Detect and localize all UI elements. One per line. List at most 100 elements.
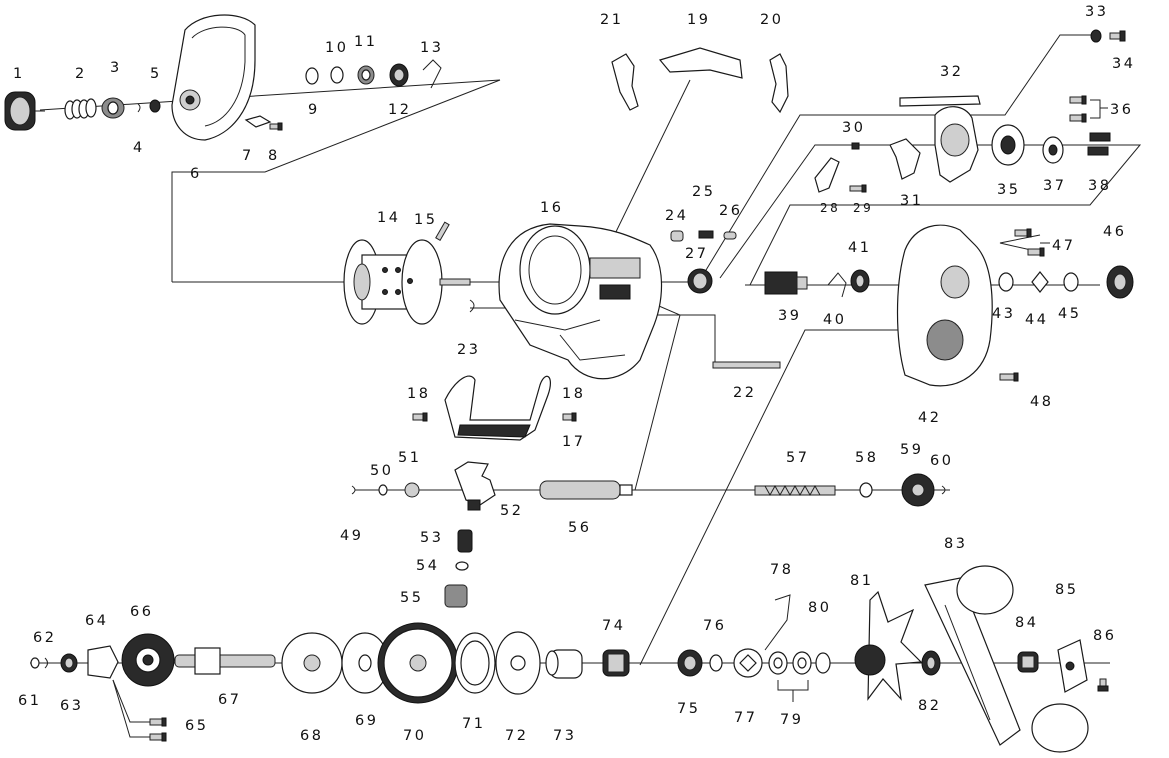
callout-67: 67 — [218, 692, 241, 708]
callout-85: 85 — [1055, 582, 1078, 598]
part-73-sleeve — [545, 649, 583, 679]
callout-73: 73 — [553, 728, 576, 744]
part-68-drag-washer — [281, 632, 343, 694]
part-36-screw-b — [1069, 113, 1087, 123]
callout-77: 77 — [734, 710, 757, 726]
callout-76: 76 — [703, 618, 726, 634]
part-11-bearing — [357, 65, 375, 85]
callout-37: 37 — [1043, 178, 1066, 194]
part-50-washer — [378, 484, 388, 496]
callout-54: 54 — [416, 558, 439, 574]
part-38-spring-b — [1087, 146, 1109, 156]
callout-34: 34 — [1112, 56, 1135, 72]
callout-1: 1 — [13, 66, 25, 82]
part-60-clip — [941, 485, 946, 495]
part-47-screw-b — [1027, 247, 1045, 257]
part-22-rod — [712, 361, 781, 369]
callout-81: 81 — [850, 573, 873, 589]
part-30-nut — [851, 142, 860, 150]
callout-3: 3 — [110, 60, 122, 76]
callout-57: 57 — [786, 450, 809, 466]
callout-59: 59 — [900, 442, 923, 458]
part-26-pin — [723, 231, 737, 240]
callout-49: 49 — [340, 528, 363, 544]
part-75-bearing — [677, 649, 703, 677]
part-61-washer — [30, 657, 40, 669]
callout-5: 5 — [150, 66, 162, 82]
part-52-line-guide — [454, 461, 496, 511]
callout-46: 46 — [1103, 224, 1126, 240]
callout-48: 48 — [1030, 394, 1053, 410]
callout-64: 64 — [85, 613, 108, 629]
callout-8: 8 — [268, 148, 280, 164]
callout-39: 39 — [778, 308, 801, 324]
part-55-cap — [444, 584, 468, 608]
part-35-cam — [991, 124, 1025, 166]
callout-45: 45 — [1058, 306, 1081, 322]
callout-74: 74 — [602, 618, 625, 634]
callout-42: 42 — [918, 410, 941, 426]
part-15-pin — [435, 221, 450, 241]
callout-65: 65 — [185, 718, 208, 734]
callout-41: 41 — [848, 240, 871, 256]
callout-15: 15 — [414, 212, 437, 228]
part-18-screw-right — [562, 412, 577, 422]
part-14-spool — [343, 239, 471, 325]
part-67-drive-shaft — [174, 647, 276, 675]
part-37-ratchet — [1042, 136, 1064, 164]
part-6-side-plate — [171, 14, 256, 141]
part-42-side-cover — [896, 224, 993, 387]
part-63-bearing — [60, 653, 78, 673]
part-64-plate — [87, 645, 119, 679]
part-7-plate — [244, 115, 272, 128]
part-58-bushing — [859, 482, 873, 498]
part-20-cover — [769, 53, 789, 114]
part-39-pinion — [764, 271, 808, 295]
part-3-cap — [101, 97, 125, 119]
callout-43: 43 — [992, 306, 1015, 322]
callout-19: 19 — [687, 12, 710, 28]
part-84-nut — [1017, 651, 1039, 673]
part-4-clip — [137, 103, 141, 113]
part-16-frame — [498, 223, 663, 380]
callout-11: 11 — [354, 34, 377, 50]
callout-66: 66 — [130, 604, 153, 620]
callout-83: 83 — [944, 536, 967, 552]
callout-82: 82 — [918, 698, 941, 714]
callout-21: 21 — [600, 12, 623, 28]
part-76-washer — [709, 654, 723, 672]
callout-75: 75 — [677, 701, 700, 717]
callout-6: 6 — [190, 166, 202, 182]
callout-51: 51 — [398, 450, 421, 466]
callout-58: 58 — [855, 450, 878, 466]
callout-55: 55 — [400, 590, 423, 606]
part-44-washer — [1031, 271, 1049, 293]
part-79-washer-b — [792, 651, 812, 675]
part-25-spring — [698, 230, 714, 239]
callout-71: 71 — [462, 716, 485, 732]
part-78-spring — [764, 594, 791, 651]
callout-23: 23 — [457, 342, 480, 358]
part-56-tube — [539, 480, 633, 500]
part-43-washer — [998, 272, 1014, 292]
part-27-bearing — [687, 268, 713, 294]
part-59-gear — [901, 473, 935, 507]
callout-16: 16 — [540, 200, 563, 216]
callout-22: 22 — [733, 385, 756, 401]
callout-72: 72 — [505, 728, 528, 744]
part-82-bushing — [921, 650, 941, 676]
callout-4: 4 — [133, 140, 145, 156]
part-66-gear — [121, 633, 175, 687]
part-54-washer — [455, 561, 469, 571]
callout-7: 7 — [242, 148, 254, 164]
callout-33: 33 — [1085, 4, 1108, 20]
part-81-star-drag — [854, 590, 923, 701]
part-86-screw — [1097, 678, 1109, 692]
callout-27: 27 — [685, 246, 708, 262]
callout-44: 44 — [1025, 312, 1048, 328]
part-13-clip — [422, 59, 442, 89]
part-49-clip — [351, 485, 356, 495]
callout-30: 30 — [842, 120, 865, 136]
callout-36: 36 — [1110, 102, 1133, 118]
part-77-ratchet — [733, 648, 763, 678]
